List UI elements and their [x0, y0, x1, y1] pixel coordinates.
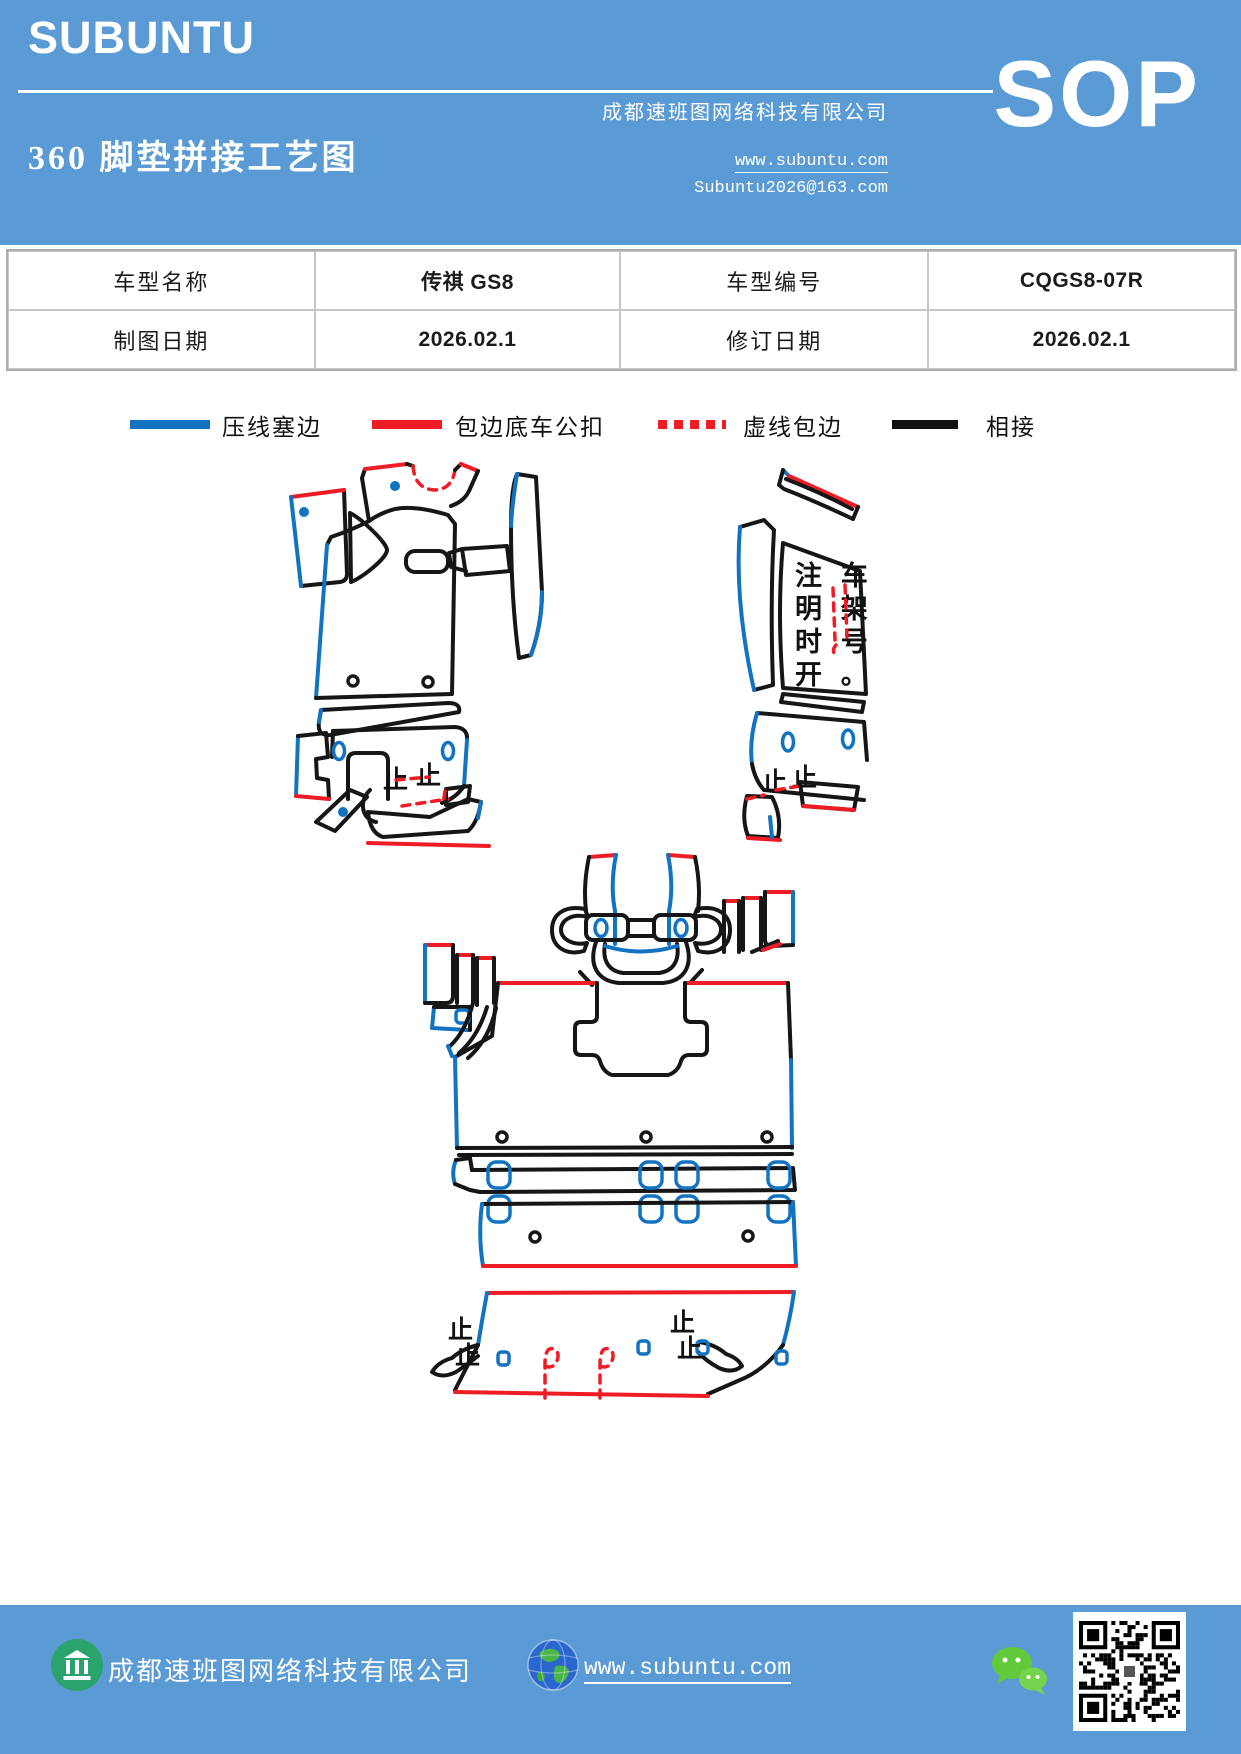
header-company-name: 成都速班图网络科技有限公司	[602, 102, 888, 124]
note-line: 开 。	[795, 660, 874, 690]
legend-swatch-press-edge	[130, 420, 210, 429]
legend-swatch-join	[892, 420, 958, 429]
vehicle-info-table: 车型名称 传祺 GS8 车型编号 CQGS8-07R 制图日期 2026.02.…	[6, 249, 1237, 371]
legend-label-bind-edge: 包边底车公扣	[455, 415, 605, 440]
grommet-dot	[338, 807, 348, 817]
legend-swatch-dashed-bind	[658, 420, 726, 429]
legend-label-join: 相接	[986, 415, 1036, 440]
stop-mark: 止	[670, 1309, 695, 1337]
qr-code	[1073, 1612, 1186, 1731]
grommet-dot	[299, 507, 309, 517]
cell-draw-date-label: 制图日期	[8, 310, 315, 369]
legend-label-press-edge: 压线塞边	[222, 415, 322, 440]
cell-draw-date-value: 2026.02.1	[314, 310, 621, 369]
note-line: 明 架	[795, 594, 874, 624]
stop-mark: 止	[455, 1342, 480, 1370]
header-email: Subuntu2026@163.com	[694, 179, 888, 198]
note-line: 注 车	[795, 560, 874, 591]
cell-revise-date-value: 2026.02.1	[928, 310, 1235, 369]
note-line: 时 号	[795, 627, 874, 657]
header-divider	[18, 90, 993, 93]
second-row-mat-group	[423, 853, 798, 1268]
header: SUBUNTU 360 脚垫拼接工艺图 成都速班图网络科技有限公司 www.su…	[0, 0, 1241, 245]
globe-icon	[527, 1639, 579, 1691]
legend: 压线塞边 包边底车公扣 虚线包边 相接	[0, 405, 1241, 447]
page-title: 360 脚垫拼接工艺图	[28, 140, 359, 177]
sop-badge: SOP	[993, 41, 1201, 146]
grommet-dot	[390, 481, 400, 491]
trunk-mat-group: 止 止 止 止	[430, 1290, 796, 1400]
stop-mark: 止	[677, 1335, 702, 1363]
legend-label-dashed-bind: 虚线包边	[743, 415, 843, 440]
footer-website-link[interactable]: www.subuntu.com	[584, 1655, 792, 1684]
brand-logo: SUBUNTU	[28, 12, 255, 63]
footer: 成都速班图网络科技有限公司 www.subuntu.com	[0, 1605, 1241, 1754]
front-left-mat-group: 止 止	[289, 462, 544, 848]
cell-model-code-value: CQGS8-07R	[928, 251, 1235, 310]
header-website-link[interactable]: www.subuntu.com	[734, 152, 888, 173]
wechat-icon	[992, 1647, 1047, 1695]
stop-mark: 止	[762, 768, 787, 796]
footer-company-name: 成都速班图网络科技有限公司	[108, 1656, 473, 1686]
cell-model-code-label: 车型编号	[620, 251, 929, 310]
building-icon	[51, 1639, 103, 1691]
legend-swatch-bind-edge	[372, 420, 442, 429]
stop-mark: 止	[448, 1316, 473, 1344]
cell-revise-date-label: 修订日期	[620, 310, 929, 369]
cell-model-name-value: 传祺 GS8	[314, 251, 621, 310]
front-right-mat-group: 注 车 明 架 时 号 开 。 止 止	[736, 468, 874, 842]
cell-model-name-label: 车型名称	[8, 251, 315, 310]
